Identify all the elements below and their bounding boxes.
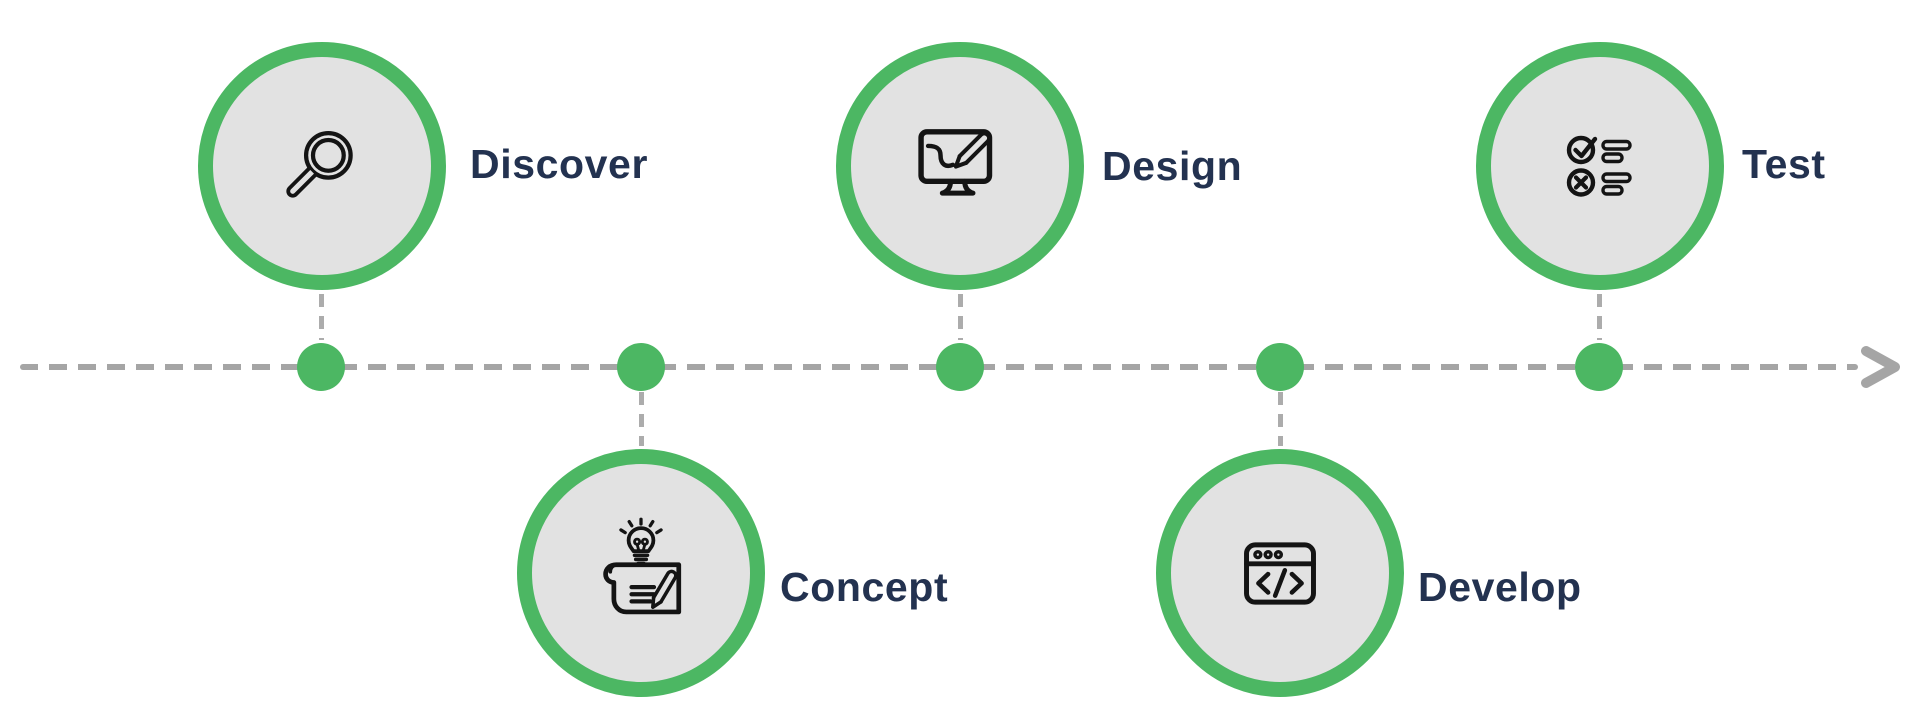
connector-design	[958, 294, 963, 340]
magnifier-icon	[269, 113, 375, 219]
timeline-dot-concept	[617, 343, 665, 391]
connector-test	[1597, 294, 1602, 340]
stage-label-concept: Concept	[780, 564, 949, 610]
stage-circle-develop	[1156, 449, 1404, 697]
checklist-icon	[1550, 116, 1650, 216]
stage-circle-discover	[198, 42, 446, 290]
stage-label-design: Design	[1102, 143, 1243, 189]
connector-concept	[639, 392, 644, 446]
timeline-dot-develop	[1256, 343, 1304, 391]
timeline-dot-discover	[297, 343, 345, 391]
timeline-dot-design	[936, 343, 984, 391]
timeline-arrowhead-icon	[1860, 345, 1904, 394]
blueprint-idea-icon	[582, 514, 700, 632]
timeline-dot-test	[1575, 343, 1623, 391]
stage-circle-design	[836, 42, 1084, 290]
stage-label-test: Test	[1742, 141, 1826, 187]
stage-label-discover: Discover	[470, 141, 649, 187]
connector-develop	[1278, 392, 1283, 446]
monitor-pen-icon	[901, 107, 1019, 225]
stage-circle-concept	[517, 449, 765, 697]
connector-discover	[319, 294, 324, 340]
code-window-icon	[1226, 519, 1334, 627]
stage-label-develop: Develop	[1418, 564, 1582, 610]
stage-circle-test	[1476, 42, 1724, 290]
